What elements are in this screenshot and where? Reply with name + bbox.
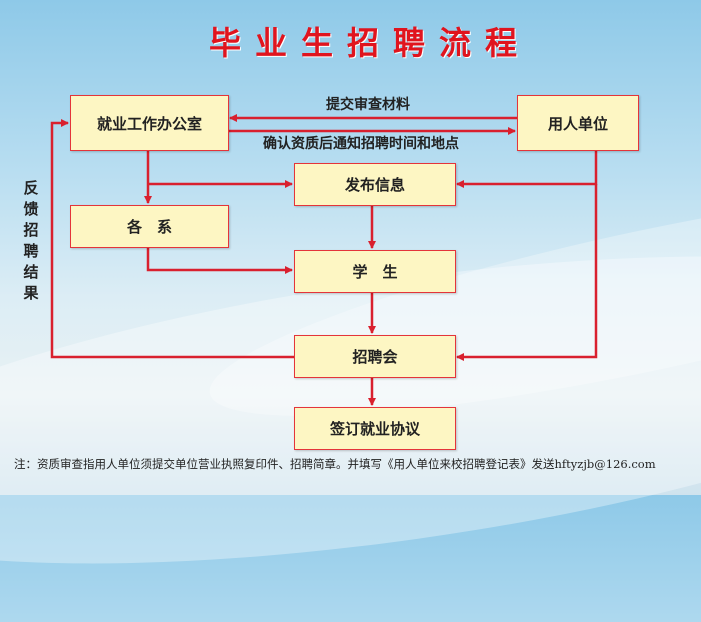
node-office: 就业工作办公室 <box>70 95 229 151</box>
node-publish: 发布信息 <box>294 163 456 206</box>
footnote: 注：资质审查指用人单位须提交单位营业执照复印件、招聘简章。并填写《用人单位来校招… <box>14 457 656 471</box>
arrow-depts-to-students <box>146 247 293 274</box>
node-agreement: 签订就业协议 <box>294 407 456 450</box>
flow-arrows <box>50 114 598 406</box>
label-submit: 提交审查材料 <box>326 97 410 113</box>
label-confirm: 确认资质后通知招聘时间和地点 <box>263 136 459 152</box>
arrow-employer-to-publish <box>456 150 598 188</box>
page-title: 毕业生招聘流程 <box>208 24 531 62</box>
node-departments: 各 系 <box>70 205 229 248</box>
arrow-feedback <box>50 119 294 359</box>
node-employer: 用人单位 <box>517 95 639 151</box>
node-fair: 招聘会 <box>294 335 456 378</box>
arrow-employer-to-fair <box>456 184 598 361</box>
node-students: 学 生 <box>294 250 456 293</box>
label-feedback: 反馈招聘结果 <box>23 179 39 302</box>
